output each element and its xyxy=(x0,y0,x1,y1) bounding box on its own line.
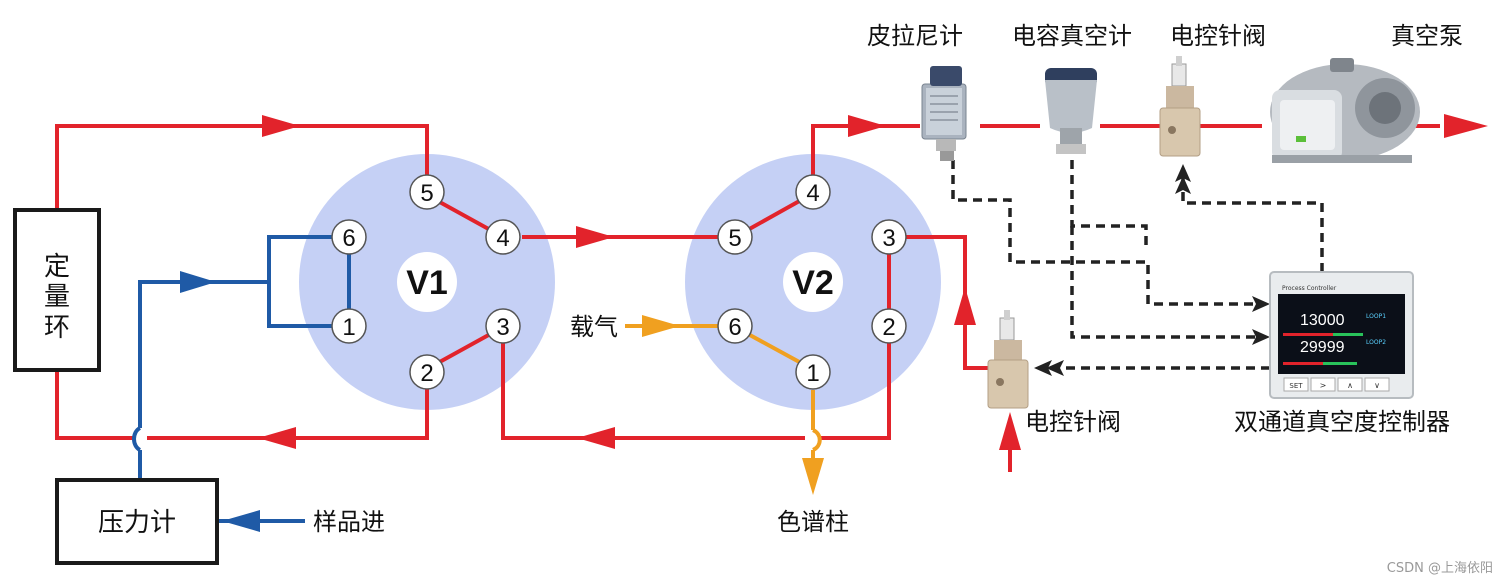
v1-port-6: 6 xyxy=(342,225,355,252)
v1-port-3: 3 xyxy=(496,314,509,341)
watermark: CSDN @上海依阳 xyxy=(1387,561,1493,576)
pirani-gauge-icon xyxy=(921,66,967,161)
v2-port-1: 1 xyxy=(806,360,819,387)
quant-loop-label-3: 环 xyxy=(44,313,70,343)
pressure-gauge-label: 压力计 xyxy=(98,508,176,538)
capacitance-label: 电容真空计 xyxy=(1012,22,1132,50)
quant-loop-label-2: 量 xyxy=(44,282,70,312)
controller-key-right: > xyxy=(1320,381,1327,390)
signal-arrows xyxy=(1034,164,1270,376)
controller-icon: Process Controller 13000 LOOP1 29999 LOO… xyxy=(1269,271,1414,399)
v1-port-2: 2 xyxy=(420,360,433,387)
v1-port-4: 4 xyxy=(496,225,509,252)
pirani-label: 皮拉尼计 xyxy=(867,22,963,50)
valve-v2-hub xyxy=(783,252,843,312)
v1-port-5: 5 xyxy=(420,180,433,207)
needle-valve-bottom-label: 电控针阀 xyxy=(1025,408,1121,436)
needle-valve-top-label: 电控针阀 xyxy=(1170,22,1266,50)
controller-header: Process Controller xyxy=(1282,285,1337,292)
carrier-arrows xyxy=(642,315,824,495)
quant-loop-box xyxy=(13,208,101,372)
controller-label: 双通道真空度控制器 xyxy=(1234,408,1450,436)
quant-loop-label-1: 定 xyxy=(44,252,70,282)
valve-v2-label: V2 xyxy=(792,264,834,302)
vacuum-pump-label: 真空泵 xyxy=(1391,22,1463,50)
sample-in-label: 样品进 xyxy=(313,508,385,536)
controller-key-up: ∧ xyxy=(1347,381,1353,390)
v1-port-1: 1 xyxy=(342,314,355,341)
gas-arrows xyxy=(258,114,1488,450)
needle-valve-bottom-icon xyxy=(987,310,1029,409)
capacitance-gauge-icon xyxy=(1045,68,1097,154)
controller-key-set: SET xyxy=(1289,382,1303,390)
column-label: 色谱柱 xyxy=(777,508,849,536)
controller-ch2-tag: LOOP2 xyxy=(1366,339,1386,346)
valve-v2-ports xyxy=(717,174,907,390)
vacuum-pump-icon xyxy=(1270,58,1420,163)
controller-ch1-value: 13000 xyxy=(1300,312,1345,329)
carrier-gas-label: 载气 xyxy=(570,313,618,341)
controller-key-down: ∨ xyxy=(1374,381,1380,390)
controller-ch1-tag: LOOP1 xyxy=(1366,313,1386,320)
v2-port-3: 3 xyxy=(882,225,895,252)
v2-port-6: 6 xyxy=(728,314,741,341)
controller-ch2-value: 29999 xyxy=(1300,339,1345,356)
v2-port-2: 2 xyxy=(882,314,895,341)
pressure-gauge-box xyxy=(55,478,219,565)
valve-v1-ports xyxy=(331,174,521,390)
sample-arrows xyxy=(180,271,260,532)
v2-port-5: 5 xyxy=(728,225,741,252)
valve-v1-label: V1 xyxy=(406,264,448,302)
valve-v1-hub xyxy=(397,252,457,312)
v2-port-4: 4 xyxy=(806,180,819,207)
needle-valve-top-icon xyxy=(1159,56,1201,157)
signal-lines xyxy=(951,160,1324,370)
